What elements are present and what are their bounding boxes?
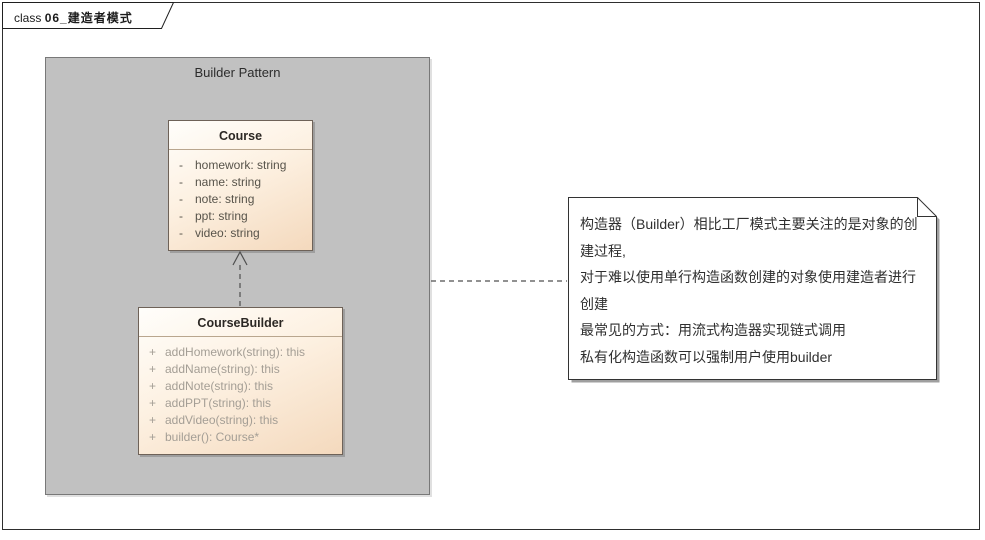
visibility-marker: - <box>179 158 183 172</box>
method-row: + addName(string): this <box>149 361 336 378</box>
boundary-title: Builder Pattern <box>194 65 281 80</box>
attribute-text: video: string <box>195 226 260 240</box>
attribute-text: note: string <box>195 192 255 206</box>
class-course-name: Course <box>169 121 312 150</box>
method-text: addPPT(string): this <box>165 396 272 410</box>
visibility-marker: - <box>179 209 183 223</box>
note-line: 构造器（Builder）相比工厂模式主要关注的是对象的创 <box>580 216 918 232</box>
note-line: 对于难以使用单行构造函数创建的对象使用建造者进行 <box>580 269 916 285</box>
visibility-marker: + <box>149 362 157 376</box>
class-course-builder-methods: + addHomework(string): this + addName(stri… <box>139 337 342 446</box>
attribute-text: ppt: string <box>195 209 248 223</box>
frame-label-shape <box>2 2 175 29</box>
diagram-frame-label[interactable]: class 06_建造者模式 <box>2 2 178 30</box>
visibility-marker: + <box>149 413 157 427</box>
note-line: 私有化构造函数可以强制用户使用builder <box>580 348 833 365</box>
frame-label-prefix: class <box>14 11 42 25</box>
method-row: + addHomework(string): this <box>149 344 336 361</box>
method-text: addVideo(string): this <box>165 413 279 427</box>
visibility-marker: - <box>179 192 183 206</box>
attribute-text: name: string <box>195 175 262 189</box>
attribute-text: homework: string <box>195 158 287 172</box>
attribute-row: -note: string <box>179 191 306 208</box>
attribute-row: -ppt: string <box>179 208 306 225</box>
method-text: builder(): Course* <box>165 430 260 444</box>
method-row: + addPPT(string): this <box>149 395 336 412</box>
attribute-row: -video: string <box>179 225 306 242</box>
frame-label-title: 06_建造者模式 <box>44 11 133 25</box>
note-line: 最常见的方式：用流式构造器实现链式调用 <box>580 322 846 338</box>
attribute-row: -homework: string <box>179 157 306 174</box>
method-text: addNote(string): this <box>165 379 274 393</box>
class-course-builder-name: CourseBuilder <box>139 308 342 337</box>
note-text: 构造器（Builder）相比工厂模式主要关注的是对象的创 建过程, 对于难以使用… <box>580 211 928 370</box>
visibility-marker: + <box>149 345 157 359</box>
method-row: + addVideo(string): this <box>149 412 336 429</box>
method-row: + builder(): Course* <box>149 429 336 446</box>
class-course[interactable]: Course -homework: string -name: string -… <box>168 120 313 251</box>
visibility-marker: + <box>149 396 157 410</box>
visibility-marker: - <box>179 226 183 240</box>
visibility-marker: + <box>149 379 157 393</box>
visibility-marker: + <box>149 430 157 444</box>
note-line: 创建 <box>580 295 608 312</box>
method-text: addHomework(string): this <box>165 345 306 359</box>
visibility-marker: - <box>179 175 183 189</box>
note-fold-icon <box>917 197 937 217</box>
method-text: addName(string): this <box>165 362 280 376</box>
frame-label-text: class 06_建造者模式 <box>14 9 133 26</box>
attribute-row: -name: string <box>179 174 306 191</box>
method-row: + addNote(string): this <box>149 378 336 395</box>
note-shape[interactable] <box>568 197 944 387</box>
note-body <box>568 197 937 380</box>
note-line: 建过程, <box>580 242 626 259</box>
class-course-builder[interactable]: CourseBuilder + addHomework(string): this… <box>138 307 343 455</box>
class-course-attributes: -homework: string -name: string -note: s… <box>169 150 312 242</box>
